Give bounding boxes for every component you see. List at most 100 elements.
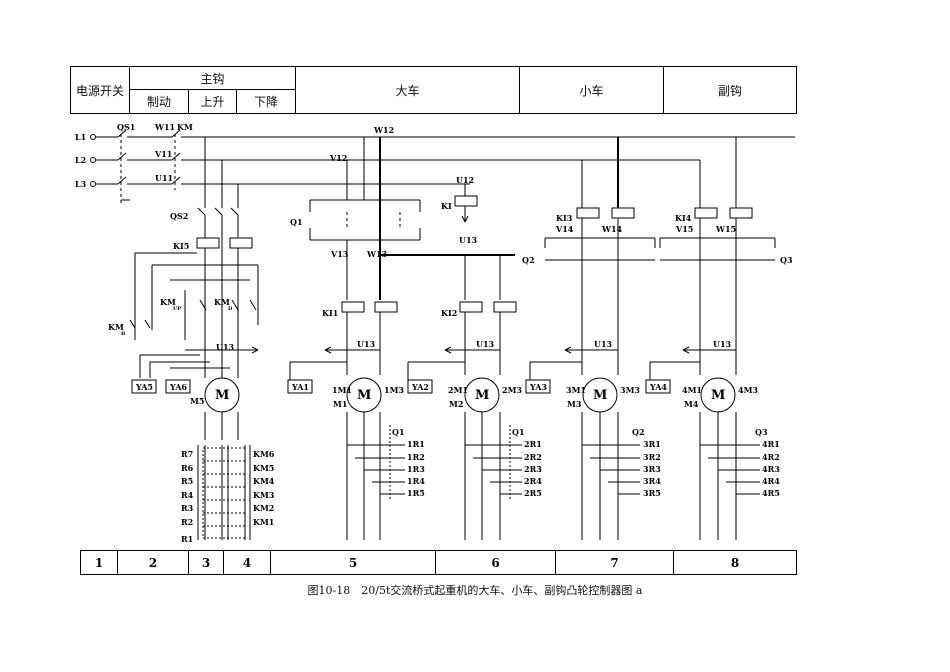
label-b-sub: B <box>121 331 125 337</box>
label-qs1: QS1 <box>117 122 135 132</box>
label-d-sub: D <box>228 306 233 312</box>
label-4r1: 4R1 <box>762 439 780 449</box>
figure-caption: 图10-18 20/5t交流桥式起重机的大车、小车、副钩凸轮控制器图 a <box>307 584 643 597</box>
label-m5: M5 <box>190 396 204 406</box>
label-r1: R1 <box>181 534 193 544</box>
label-u13-m3: U13 <box>594 339 613 349</box>
label-m1: M1 <box>333 399 347 409</box>
label-q3-top: Q3 <box>780 255 793 265</box>
label-ki3: KI3 <box>556 213 573 223</box>
label-2r3: 2R3 <box>524 464 542 474</box>
label-2r1: 2R1 <box>524 439 542 449</box>
diagram-labels: L1 L2 L3 QS1 W11 KM V11 U11 W12 V12 U12 … <box>75 122 793 544</box>
label-r7: R7 <box>181 449 193 459</box>
label-q3-m4: Q3 <box>755 427 768 437</box>
trolley-label: 小车 <box>579 83 604 98</box>
label-r5: R5 <box>181 476 193 486</box>
label-l2: L2 <box>75 155 86 165</box>
aux-hook-label: 副钩 <box>717 83 742 98</box>
label-u13-m2: U13 <box>476 339 495 349</box>
label-r2: R2 <box>181 517 193 527</box>
label-2r4: 2R4 <box>524 476 542 486</box>
label-m3: M3 <box>567 399 582 409</box>
label-m2-letter: M <box>475 388 489 403</box>
label-3m1: 3M1 <box>566 385 586 395</box>
label-km: KM <box>177 122 193 132</box>
label-v11: V11 <box>154 149 172 159</box>
wiring <box>90 129 795 540</box>
power-switch-label: 电源开关 <box>75 83 124 98</box>
label-ki4: KI4 <box>675 213 692 223</box>
label-w13: W13 <box>366 249 388 259</box>
lower-label: 下降 <box>253 95 278 109</box>
terminal-l1 <box>90 134 96 140</box>
label-up-sub: UP <box>173 306 181 312</box>
label-ki2: KI2 <box>441 308 457 318</box>
label-3r3: 3R3 <box>643 464 661 474</box>
label-u13-m1: U13 <box>357 339 376 349</box>
label-km-up: KM <box>160 297 176 307</box>
label-2r5: 2R5 <box>524 488 542 498</box>
label-w12: W12 <box>373 125 394 135</box>
label-1r2: 1R2 <box>407 452 425 462</box>
label-q2-top: Q2 <box>522 255 535 265</box>
label-2m3: 2M3 <box>502 385 522 395</box>
label-w14: W14 <box>601 224 623 234</box>
label-u11: U11 <box>155 173 173 183</box>
label-1r5: 1R5 <box>407 488 425 498</box>
label-r6: R6 <box>181 463 194 473</box>
label-1r1: 1R1 <box>407 439 425 449</box>
label-km1: KM1 <box>253 517 274 527</box>
label-ki1: KI1 <box>322 308 338 318</box>
label-m2: M2 <box>449 399 463 409</box>
label-ya2: YA2 <box>411 382 429 392</box>
label-m3-letter: M <box>593 388 607 403</box>
label-q1-top: Q1 <box>290 217 303 227</box>
label-u13-main: U13 <box>216 342 235 352</box>
label-r4: R4 <box>181 490 194 500</box>
label-u13-cart: U13 <box>459 235 478 245</box>
zone-6-number: 6 <box>491 555 500 570</box>
label-v15: V15 <box>675 224 693 234</box>
label-4r2: 4R2 <box>762 452 780 462</box>
label-r3: R3 <box>181 503 194 513</box>
zone-4-number: 4 <box>242 555 252 570</box>
label-1r3: 1R3 <box>407 464 425 474</box>
cart-label: 大车 <box>395 83 420 98</box>
label-m4-letter: M <box>711 388 725 403</box>
label-ya1: YA1 <box>291 382 309 392</box>
label-4r4: 4R4 <box>762 476 780 486</box>
label-km-d: KM <box>214 297 230 307</box>
label-km2: KM2 <box>253 503 274 513</box>
label-km3: KM3 <box>253 490 275 500</box>
zone-8: 8 <box>673 550 797 575</box>
label-2r2: 2R2 <box>524 452 542 462</box>
label-3r4: 3R4 <box>643 476 661 486</box>
header-aux-hook: 副钩 <box>663 66 797 114</box>
label-1m1: 1M1 <box>332 385 352 395</box>
label-km4: KM4 <box>253 476 275 486</box>
label-km6: KM6 <box>253 449 275 459</box>
zone-5-number: 5 <box>348 555 358 570</box>
label-m5-letter: M <box>215 388 229 403</box>
raise-label: 上升 <box>200 95 225 109</box>
label-q1-m2: Q1 <box>512 427 525 437</box>
label-qs2: QS2 <box>170 211 188 221</box>
label-3r5: 3R5 <box>643 488 661 498</box>
label-1m3: 1M3 <box>384 385 404 395</box>
label-4r5: 4R5 <box>762 488 780 498</box>
zone-2-number: 2 <box>148 555 158 570</box>
label-v12: V12 <box>329 153 347 163</box>
zone-7-number: 7 <box>610 555 619 570</box>
label-u12: U12 <box>456 175 474 185</box>
label-m4: M4 <box>684 399 699 409</box>
label-q1-m1: Q1 <box>392 427 405 437</box>
label-4m1: 4M1 <box>682 385 702 395</box>
label-m1-letter: M <box>357 388 371 403</box>
label-w11: W11 <box>154 122 175 132</box>
label-2m1: 2M1 <box>448 385 468 395</box>
label-u13-m4: U13 <box>713 339 732 349</box>
zone-1-number: 1 <box>94 555 104 570</box>
